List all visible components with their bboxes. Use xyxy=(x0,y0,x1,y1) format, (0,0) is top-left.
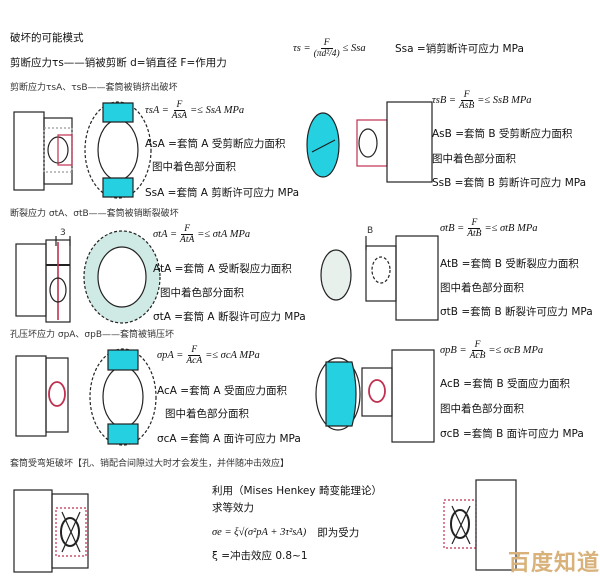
sleeve-a-tear-diagram xyxy=(15,236,71,323)
sleeve-a-bearing-ring xyxy=(89,348,157,446)
sleeve-a-shear-diagram xyxy=(13,111,73,191)
formula-den: AsA xyxy=(171,111,188,121)
sec4-equiv: 求等效力 xyxy=(212,502,254,514)
pin-shear-line: 剪断应力τs——销被剪断 d=销直径 F=作用力 xyxy=(10,57,227,69)
formula-num: F xyxy=(173,100,186,111)
formula-rhs: =≤ σcB MPa xyxy=(488,345,544,356)
sec2-b-area: AtB =套筒 B 受断裂应力面积 xyxy=(440,258,579,270)
sec2-a-area: AtA =套筒 A 受断裂应力面积 xyxy=(153,263,292,275)
formula-lhs: τsB = xyxy=(432,95,456,106)
formula-rhs: =≤ σcA MPa xyxy=(205,350,260,361)
sec2-a-allow: σtA =套筒 A 断裂许可应力 MPa xyxy=(153,311,306,323)
sec3-header: 孔压坏应力 σpA、σpB——套筒被销压坏 xyxy=(10,330,175,340)
sec1-header: 剪断应力τsA、τsB——套筒被销挤出破坏 xyxy=(10,83,178,93)
sec4-formula: σe = ξ√(σ²pA + 3τ²sA) 即为受力 xyxy=(212,525,359,540)
sleeve-b-tear-diagram xyxy=(320,235,439,321)
sec3-a-allow: σcA =套筒 A 面许可应力 MPa xyxy=(157,433,301,445)
formula-den: AsB xyxy=(458,101,475,111)
formula-den: AtB xyxy=(467,229,482,239)
watermark-logo: 百度知道 xyxy=(508,551,600,576)
formula-rhs: =≤ SsB MPa xyxy=(477,95,532,106)
sleeve-b-shear-diagram xyxy=(306,101,433,183)
formula-rhs: =≤ σtB MPa xyxy=(484,223,538,234)
sec1-b-area: AsB =套筒 B 受剪断应力面积 xyxy=(432,128,573,140)
sec3-a-shaded: 图中着色部分面积 xyxy=(165,408,249,420)
sec1-a-area: AsA =套筒 A 受剪断应力面积 xyxy=(145,138,286,150)
formula-num: F xyxy=(468,218,481,229)
formula-rhs: =≤ σtA MPa xyxy=(197,229,251,240)
sleeve-a-bending-diagram xyxy=(13,489,89,573)
sec1-a-allow: SsA =套筒 A 剪断许可应力 MPa xyxy=(145,187,300,199)
formula-num: F xyxy=(320,38,333,49)
formula-rhs: =≤ SsA MPa xyxy=(190,105,245,116)
doc-title: 破坏的可能模式 xyxy=(10,32,84,44)
sec3-b-shaded: 图中着色部分面积 xyxy=(440,403,524,415)
formula-lhs: σtB = xyxy=(440,223,465,234)
sec3-b-area: AcB =套筒 B 受面应力面积 xyxy=(440,378,570,390)
sec2-dim-a: 3 xyxy=(60,228,66,238)
sec3-a-area: AcA =套筒 A 受面应力面积 xyxy=(157,385,287,397)
formula-rhs: ≤ Ssa xyxy=(342,43,366,54)
sec4-xi: ξ =冲击效应 0.8~1 xyxy=(212,550,308,562)
pin-shear-formula: τs = F(πd²/4)≤ Ssa xyxy=(293,38,366,59)
formula-den: (πd²/4) xyxy=(313,49,340,59)
sec1-b-allow: SsB =套筒 B 剪断许可应力 MPa xyxy=(432,177,587,189)
formula-lhs: σpB = xyxy=(440,345,467,356)
formula-num: F xyxy=(471,340,484,351)
sec2-a-shaded: 图中着色部分面积 xyxy=(160,287,244,299)
sec1-a-shaded: 图中着色部分面积 xyxy=(152,161,236,173)
sec2-header: 断裂应力 σtA、σtB——套筒被销断裂破坏 xyxy=(10,209,179,219)
formula-lhs: σpA = xyxy=(157,350,184,361)
equivalent-stress-formula: σe = ξ√(σ²pA + 3τ²sA) xyxy=(212,527,307,538)
formula-den: AcB xyxy=(469,351,486,361)
sec4-header: 套筒受弯矩破坏【孔、销配合间隙过大时才会发生，并伴随冲击效应】 xyxy=(10,459,290,469)
sleeve-b-bending-diagram xyxy=(443,479,517,571)
sec4-theory: 利用（Mises Henkey 畸变能理论） xyxy=(212,485,382,497)
sleeve-a-shear-ring xyxy=(84,101,152,199)
formula-note: 即为受力 xyxy=(317,527,360,539)
formula-den: AtA xyxy=(180,235,195,245)
formula-num: F xyxy=(188,345,201,356)
sec2-b-allow: σtB =套筒 B 断裂许可应力 MPa xyxy=(440,306,593,318)
sleeve-a-tear-ring xyxy=(83,230,161,324)
sleeve-b-bearing-diagram xyxy=(315,349,435,443)
pin-shear-note: Ssa =销剪断许可应力 MPa xyxy=(395,43,524,55)
formula-lhs: τsA = xyxy=(145,105,169,116)
formula-num: F xyxy=(181,224,194,235)
sec2-b-shaded: 图中着色部分面积 xyxy=(440,282,524,294)
sleeve-a-bearing-diagram xyxy=(15,355,69,437)
formula-den: AcA xyxy=(186,356,203,366)
sec2-dim-b: B xyxy=(367,226,374,236)
formula-num: F xyxy=(460,90,473,101)
formula-lhs: τs = xyxy=(293,43,311,54)
formula-lhs: σtA = xyxy=(153,229,178,240)
sec1-b-shaded: 图中着色部分面积 xyxy=(432,153,516,165)
sec3-b-allow: σcB =套筒 B 面许可应力 MPa xyxy=(440,428,584,440)
